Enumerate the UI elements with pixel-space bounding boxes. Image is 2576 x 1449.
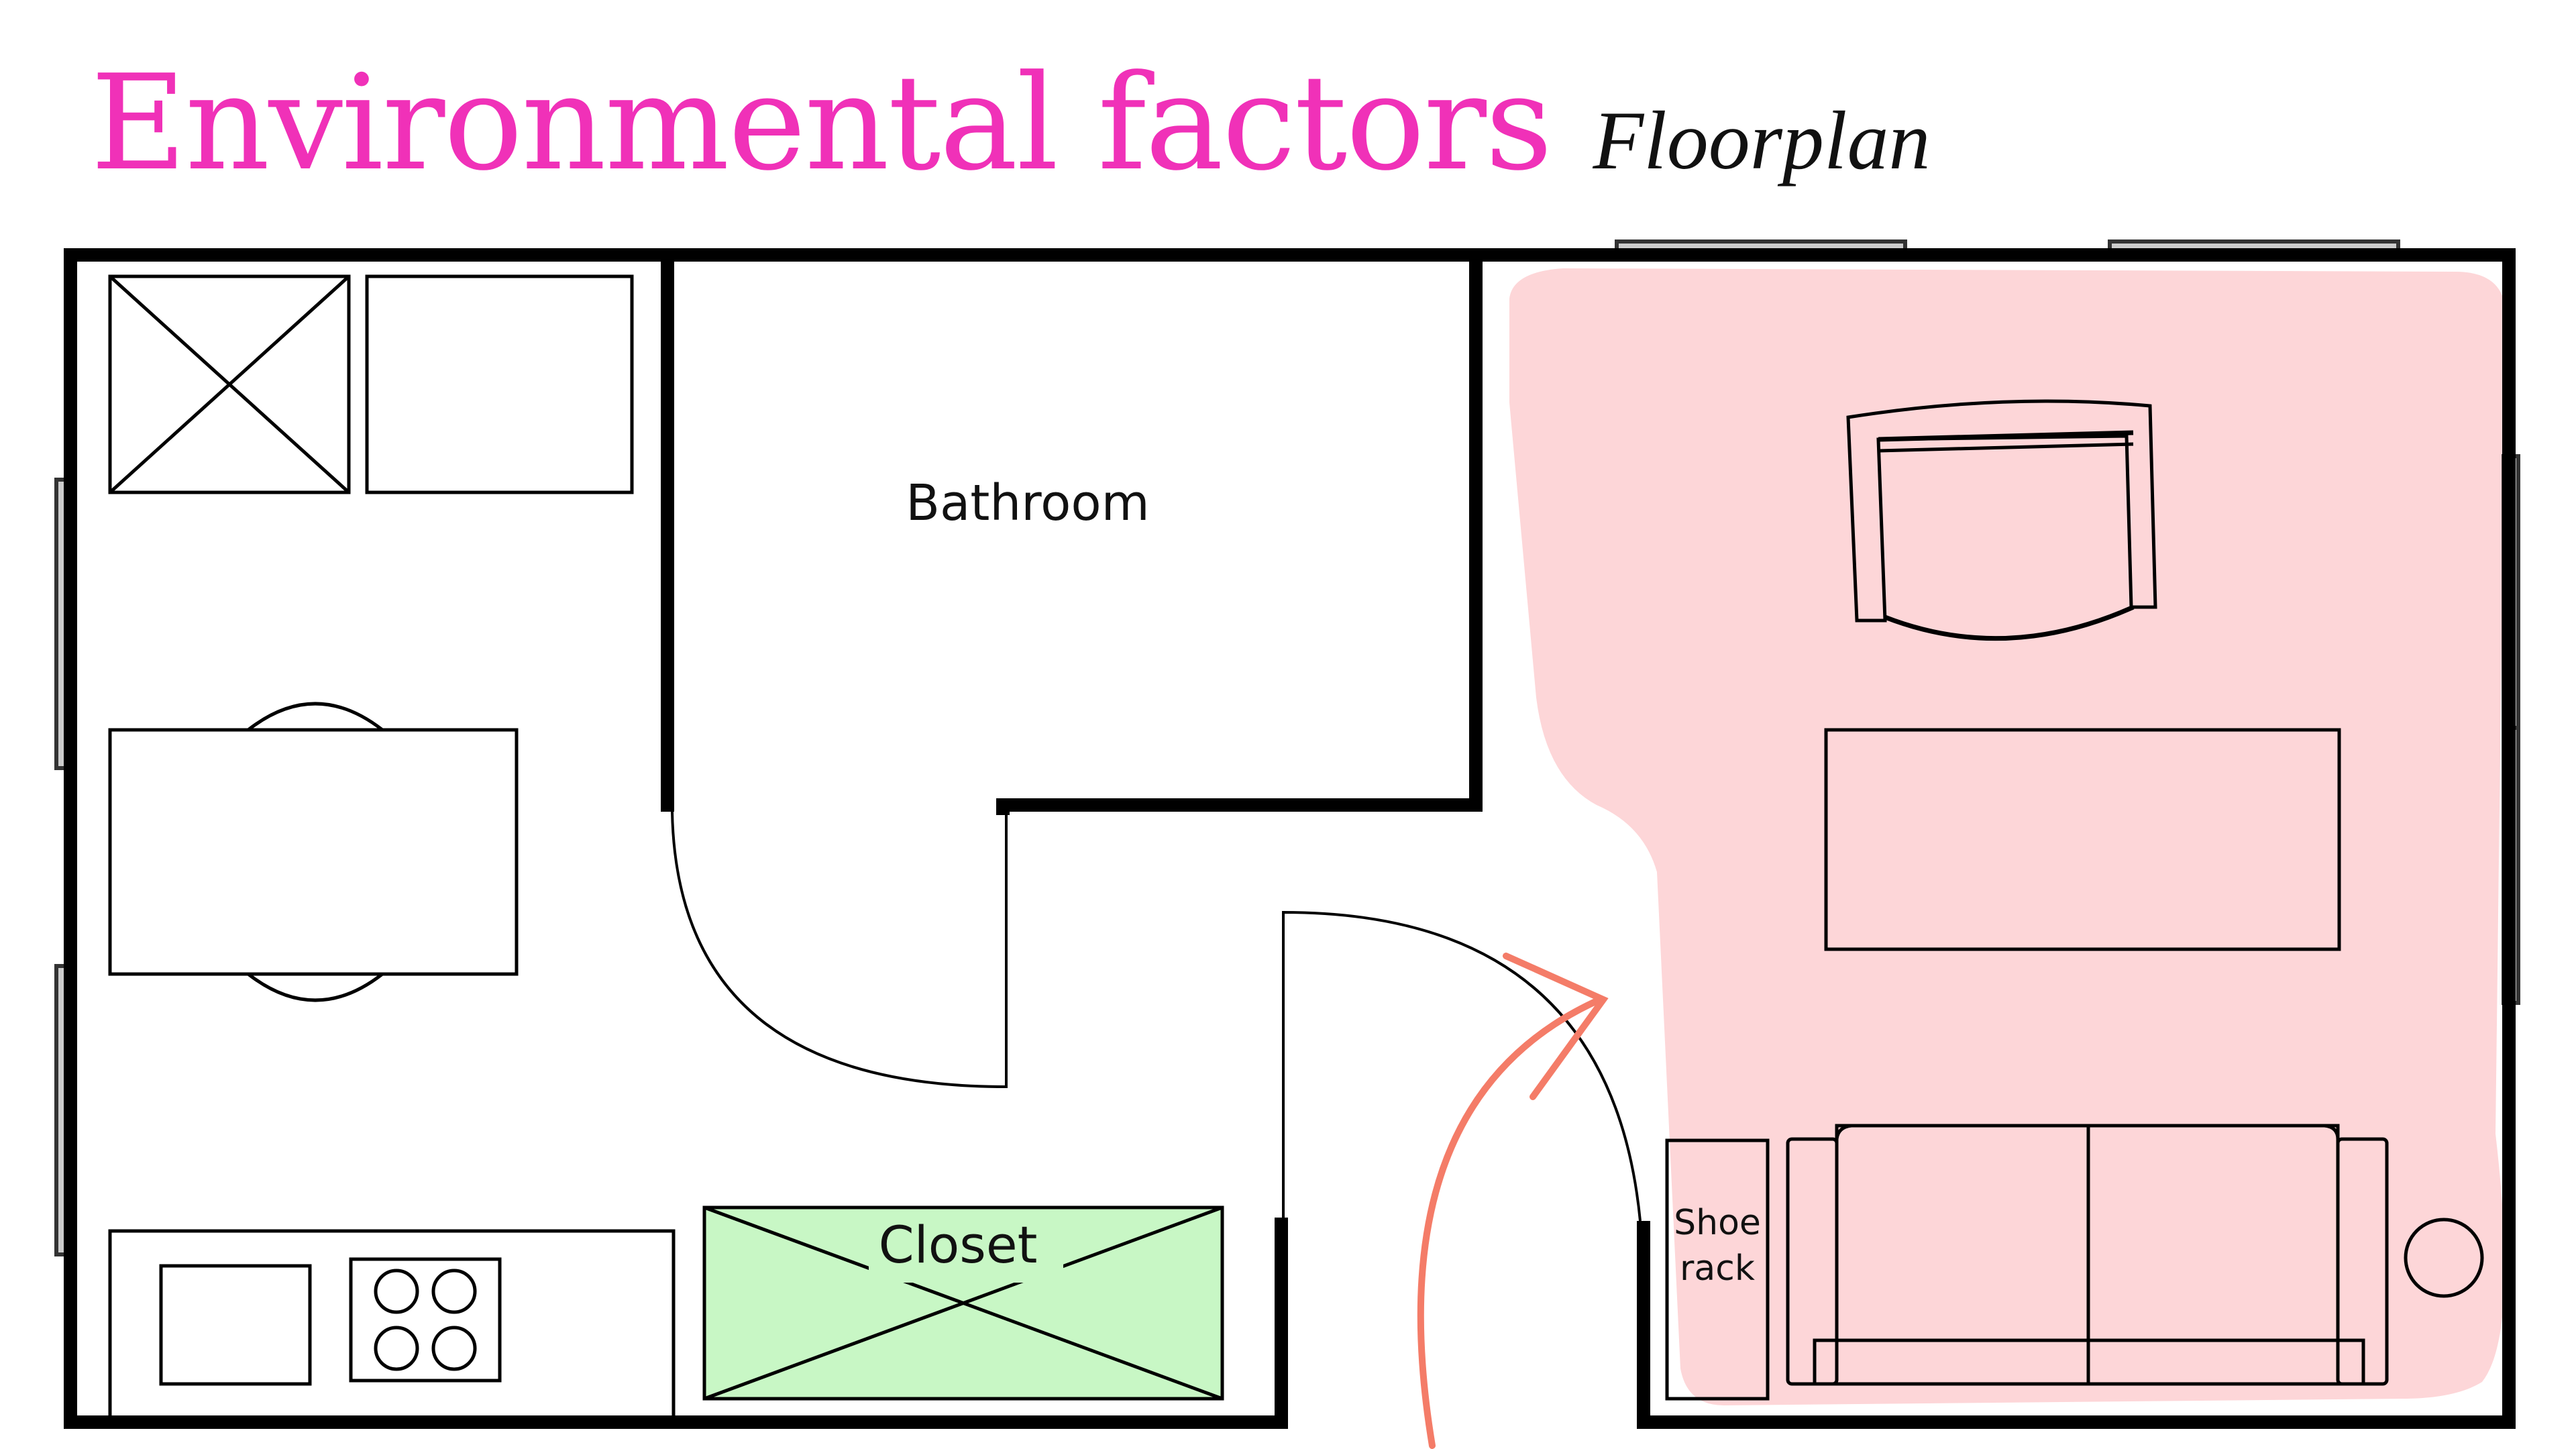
burner — [431, 1269, 477, 1314]
sink — [159, 1264, 312, 1386]
entry-arrow — [1417, 953, 1609, 1449]
entry-door-swing — [1282, 910, 1642, 1222]
closet-label-bg — [869, 1216, 1063, 1283]
bathroom-door-swing — [671, 811, 1008, 1089]
shoe-rack-label-line1: Shoe — [1674, 1203, 1761, 1243]
living-area-highlight — [1509, 268, 2506, 1405]
closet-label: Closet — [879, 1215, 1038, 1275]
cabinet — [365, 274, 634, 494]
wall-left-outer — [64, 248, 2516, 1429]
shower — [108, 274, 351, 494]
page-title: Environmental factors — [91, 47, 1553, 200]
burner — [374, 1269, 419, 1314]
title-group: Environmental factors Floorplan — [91, 47, 1930, 201]
page-subtitle: Floorplan — [1593, 95, 1931, 186]
dining-table — [108, 702, 519, 1002]
burner — [374, 1326, 419, 1371]
shoe-rack — [1665, 1138, 1770, 1401]
shoe-rack-label-line2: rack — [1680, 1248, 1755, 1289]
walls — [64, 248, 2516, 1429]
stove — [349, 1257, 502, 1383]
coffee-table — [1824, 728, 2341, 951]
kitchen-counter — [108, 1229, 676, 1424]
sofa — [1786, 1124, 2389, 1386]
bathroom-label: Bathroom — [906, 474, 1149, 532]
side-lamp — [2404, 1218, 2484, 1298]
burner — [431, 1326, 477, 1371]
wall-bathroom — [661, 255, 1483, 815]
armchair — [1846, 399, 2157, 641]
